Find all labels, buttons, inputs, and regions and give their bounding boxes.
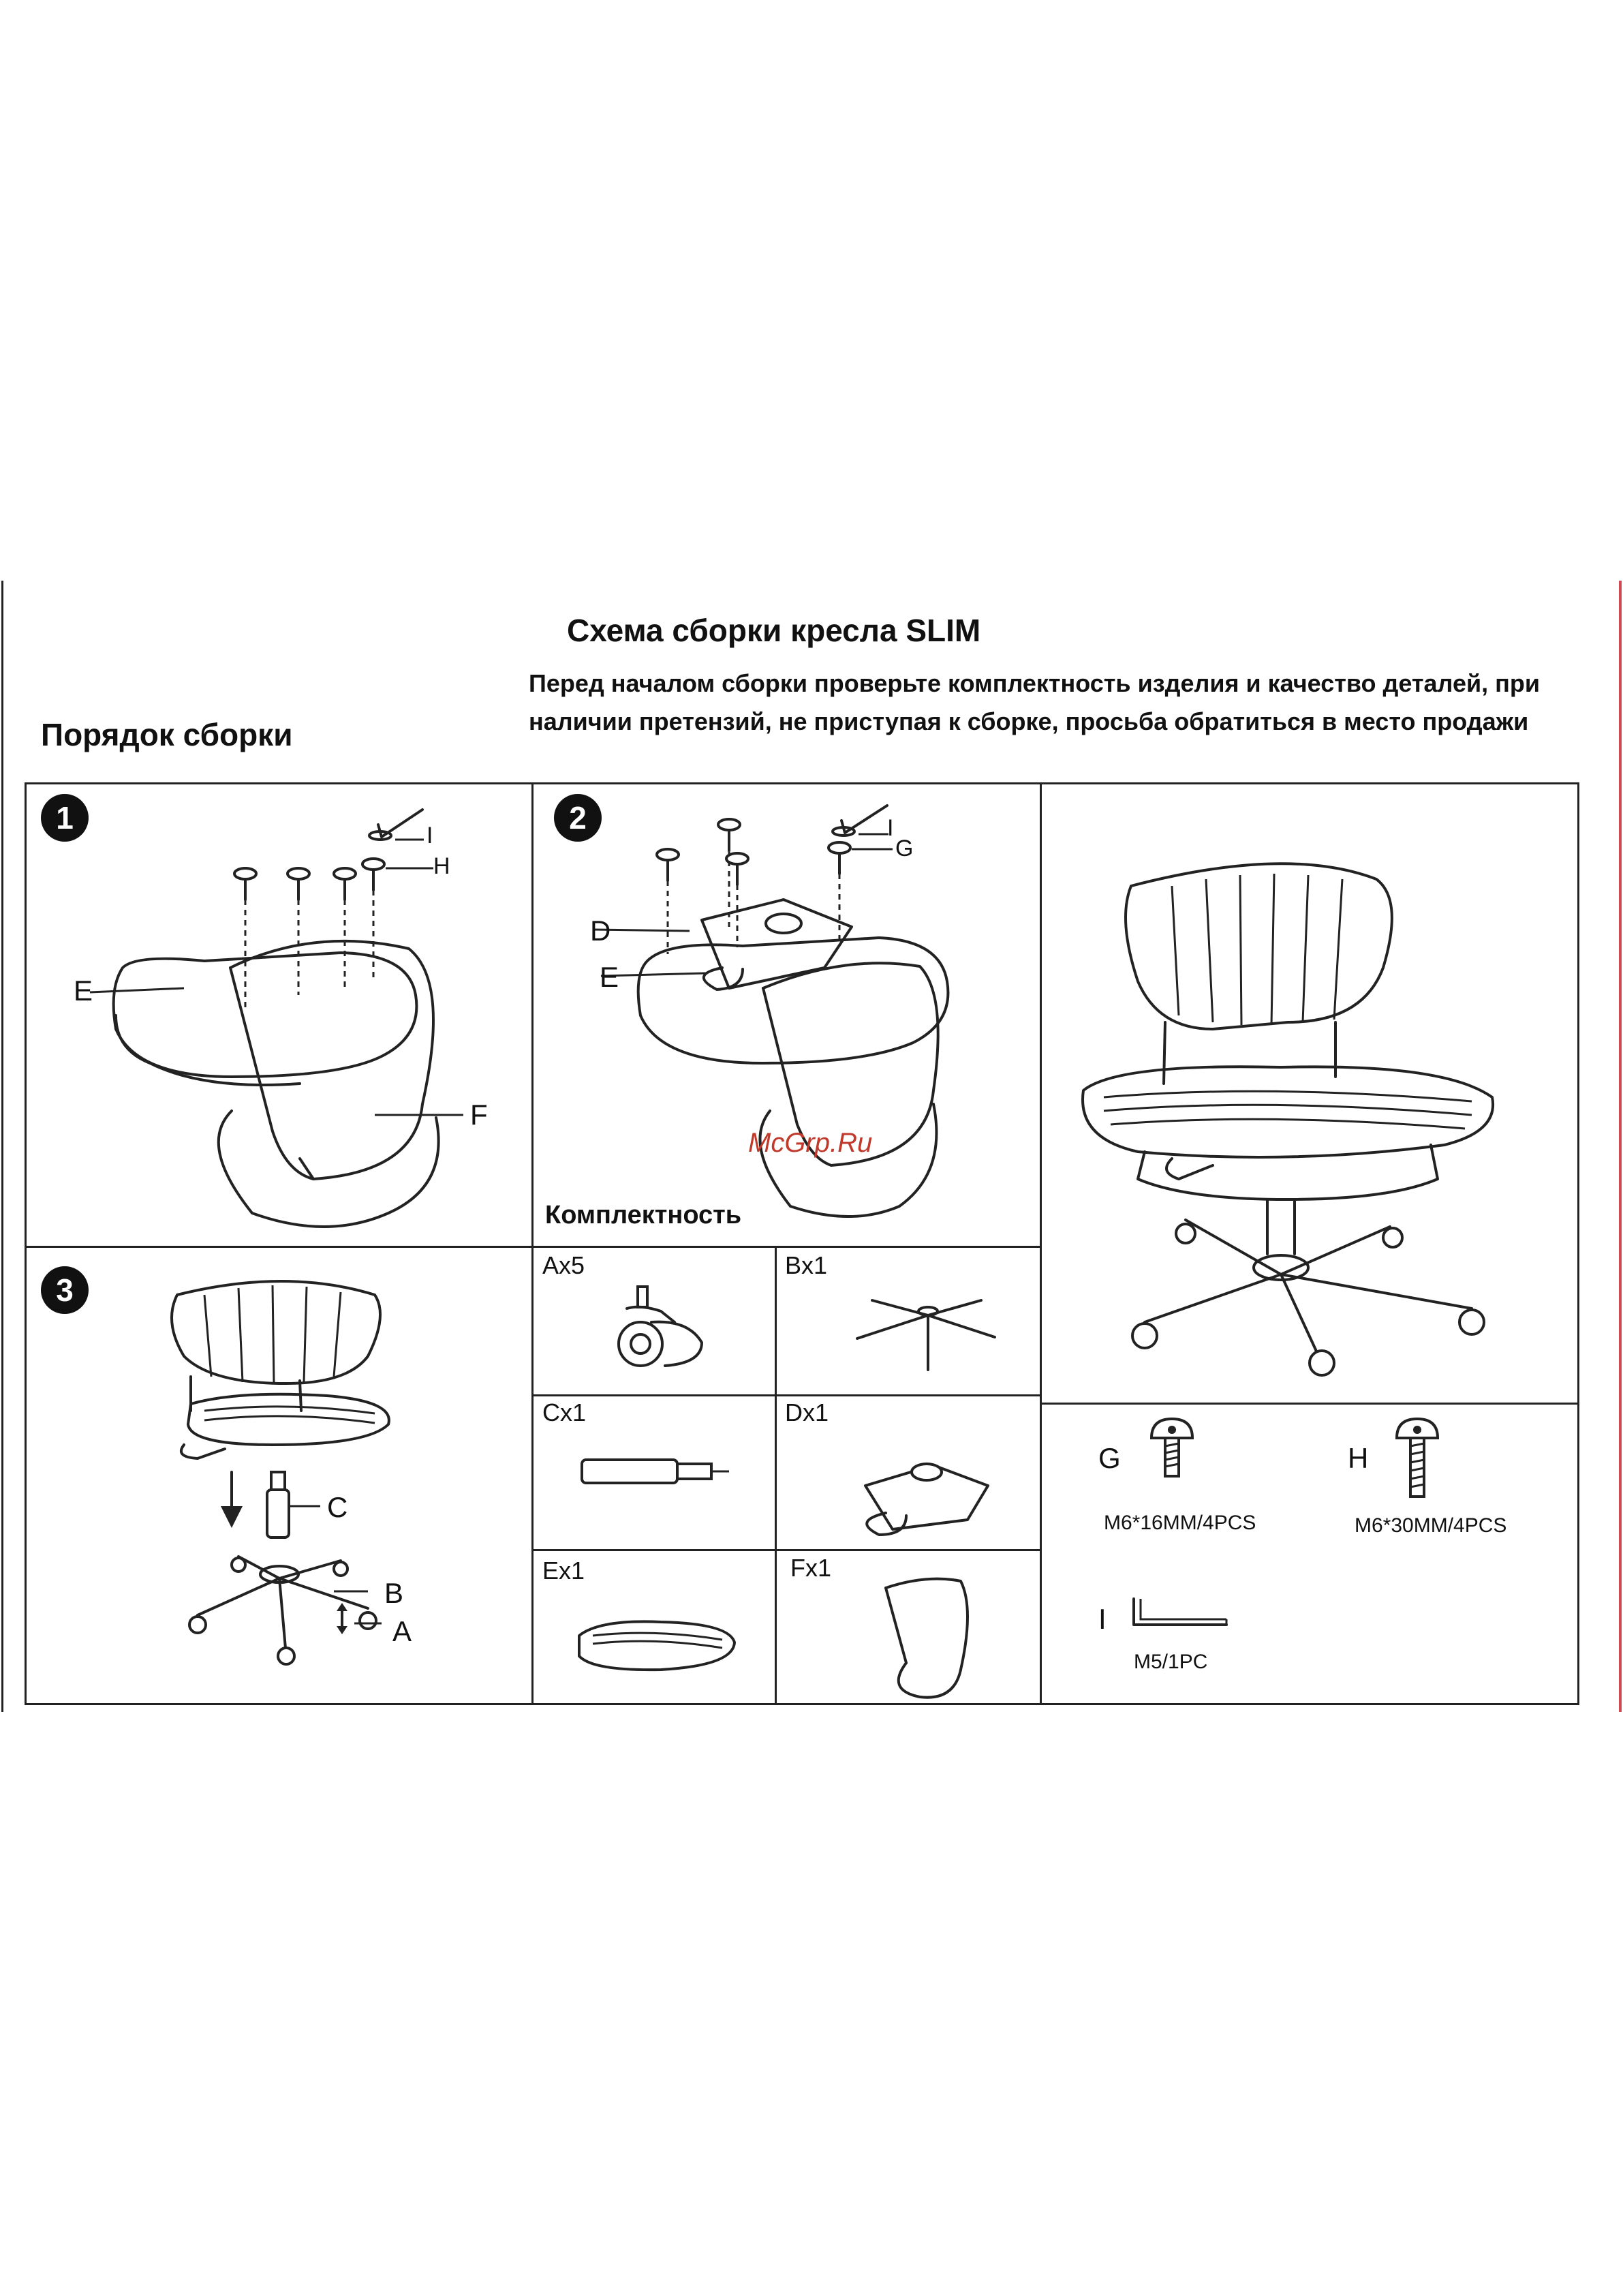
page-title: Схема сборки кресла SLIM xyxy=(567,613,981,648)
kit-item-b-label: Bx1 xyxy=(785,1251,828,1279)
caster-wheel-icon xyxy=(617,1285,703,1367)
kit-item-e-label: Ex1 xyxy=(542,1557,585,1585)
page-edge-right xyxy=(1619,581,1622,1712)
grid-h-4 xyxy=(1040,1403,1579,1405)
grid-v-3 xyxy=(775,1246,777,1705)
step-1-diagram-icon xyxy=(89,808,463,1228)
hex-key-icon xyxy=(1132,1597,1228,1626)
bolt-long-icon xyxy=(1395,1417,1440,1498)
step-2-badge: 2 xyxy=(554,794,602,842)
bolt-short-icon xyxy=(1149,1417,1194,1478)
intro-notice: Перед началом сборки проверьте комплектн… xyxy=(529,669,1540,735)
kit-item-a-label: Ax5 xyxy=(542,1251,585,1279)
assembly-order-heading: Порядок сборки xyxy=(41,717,293,752)
tilt-mechanism-icon xyxy=(864,1463,989,1536)
kit-heading: Комплектность xyxy=(545,1201,742,1229)
assembly-table xyxy=(25,782,1579,1705)
kit-item-f-label: Fx1 xyxy=(790,1554,832,1582)
step-3-label-b: B xyxy=(384,1577,404,1609)
kit-item-d-label: Dx1 xyxy=(785,1398,829,1426)
watermark: McGrp.Ru xyxy=(748,1128,873,1158)
seat-cushion-icon xyxy=(578,1620,736,1672)
five-star-base-icon xyxy=(856,1299,996,1371)
step-2-label-g: G xyxy=(895,836,914,861)
grid-v-2 xyxy=(1040,782,1042,1705)
hardware-i-letter: I xyxy=(1098,1603,1107,1635)
page-edge-left xyxy=(1,581,3,1712)
hardware-g-spec: M6*16MM/4PCS xyxy=(1104,1512,1256,1534)
step-1-label-e: E xyxy=(74,975,93,1007)
assembled-chair-icon xyxy=(1081,862,1495,1377)
step-3-label-c: C xyxy=(327,1491,348,1523)
step-1-label-h: H xyxy=(433,853,450,879)
backrest-frame-icon xyxy=(884,1577,969,1699)
step-1-label-i: I xyxy=(427,823,433,848)
grid-v-1 xyxy=(531,782,534,1705)
grid-h-3 xyxy=(531,1549,1042,1551)
step-2-label-i: I xyxy=(887,815,894,841)
step-3-diagram-icon xyxy=(170,1280,390,1666)
step-1-label-f: F xyxy=(470,1099,488,1131)
step-1-badge: 1 xyxy=(41,794,89,842)
gas-lift-icon xyxy=(581,1458,729,1484)
hardware-h-spec: M6*30MM/4PCS xyxy=(1355,1514,1507,1537)
grid-h-1 xyxy=(25,1246,1042,1248)
hardware-i-spec: M5/1PC xyxy=(1134,1651,1208,1673)
step-3-badge: 3 xyxy=(41,1266,89,1314)
hardware-g-letter: G xyxy=(1098,1442,1121,1474)
step-3-label-a: A xyxy=(392,1615,412,1647)
grid-h-2 xyxy=(531,1394,1042,1396)
step-2-label-e: E xyxy=(600,961,619,993)
kit-item-c-label: Cx1 xyxy=(542,1398,587,1426)
hardware-h-letter: H xyxy=(1348,1442,1369,1474)
step-2-label-d: D xyxy=(590,915,611,947)
step-2-diagram-icon xyxy=(593,804,950,1218)
